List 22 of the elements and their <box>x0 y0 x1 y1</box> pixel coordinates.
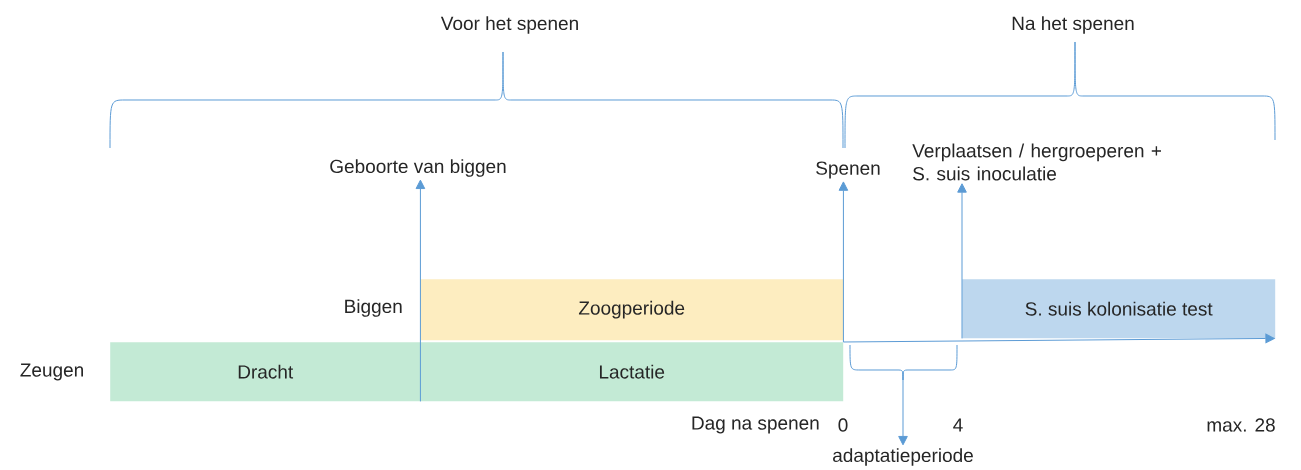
tick-label: 0 <box>838 418 848 432</box>
bracket-label: Na het spenen <box>1012 16 1134 34</box>
arrow <box>415 179 426 402</box>
phase-bar: Lactatie <box>420 342 844 402</box>
arrow <box>842 333 1275 344</box>
phase-bar: Zoogperiode <box>420 279 844 341</box>
bracket-label: Voor het spenen <box>440 16 578 34</box>
arrow <box>957 183 967 339</box>
row-label: Biggen <box>345 299 402 317</box>
tick-label: max. 28 <box>1207 418 1275 432</box>
arrow <box>838 181 849 343</box>
event-label: Geboorte van biggen <box>330 159 506 177</box>
bracket-label: adaptatieperiode <box>833 448 973 466</box>
row-label: Zeugen <box>20 363 83 381</box>
tick-label: 4 <box>953 418 963 432</box>
phase-bar: S. suis kolonisatie test <box>962 279 1276 339</box>
node-label: Lactatie <box>599 364 665 379</box>
arrow <box>898 371 908 446</box>
node-label: Dracht <box>238 364 294 379</box>
event-label: Verplaatsen / hergroeperen + S. suis inoculatie <box>912 143 1161 181</box>
phase-bar: Dracht <box>110 342 421 402</box>
event-label: Spenen <box>816 161 880 179</box>
